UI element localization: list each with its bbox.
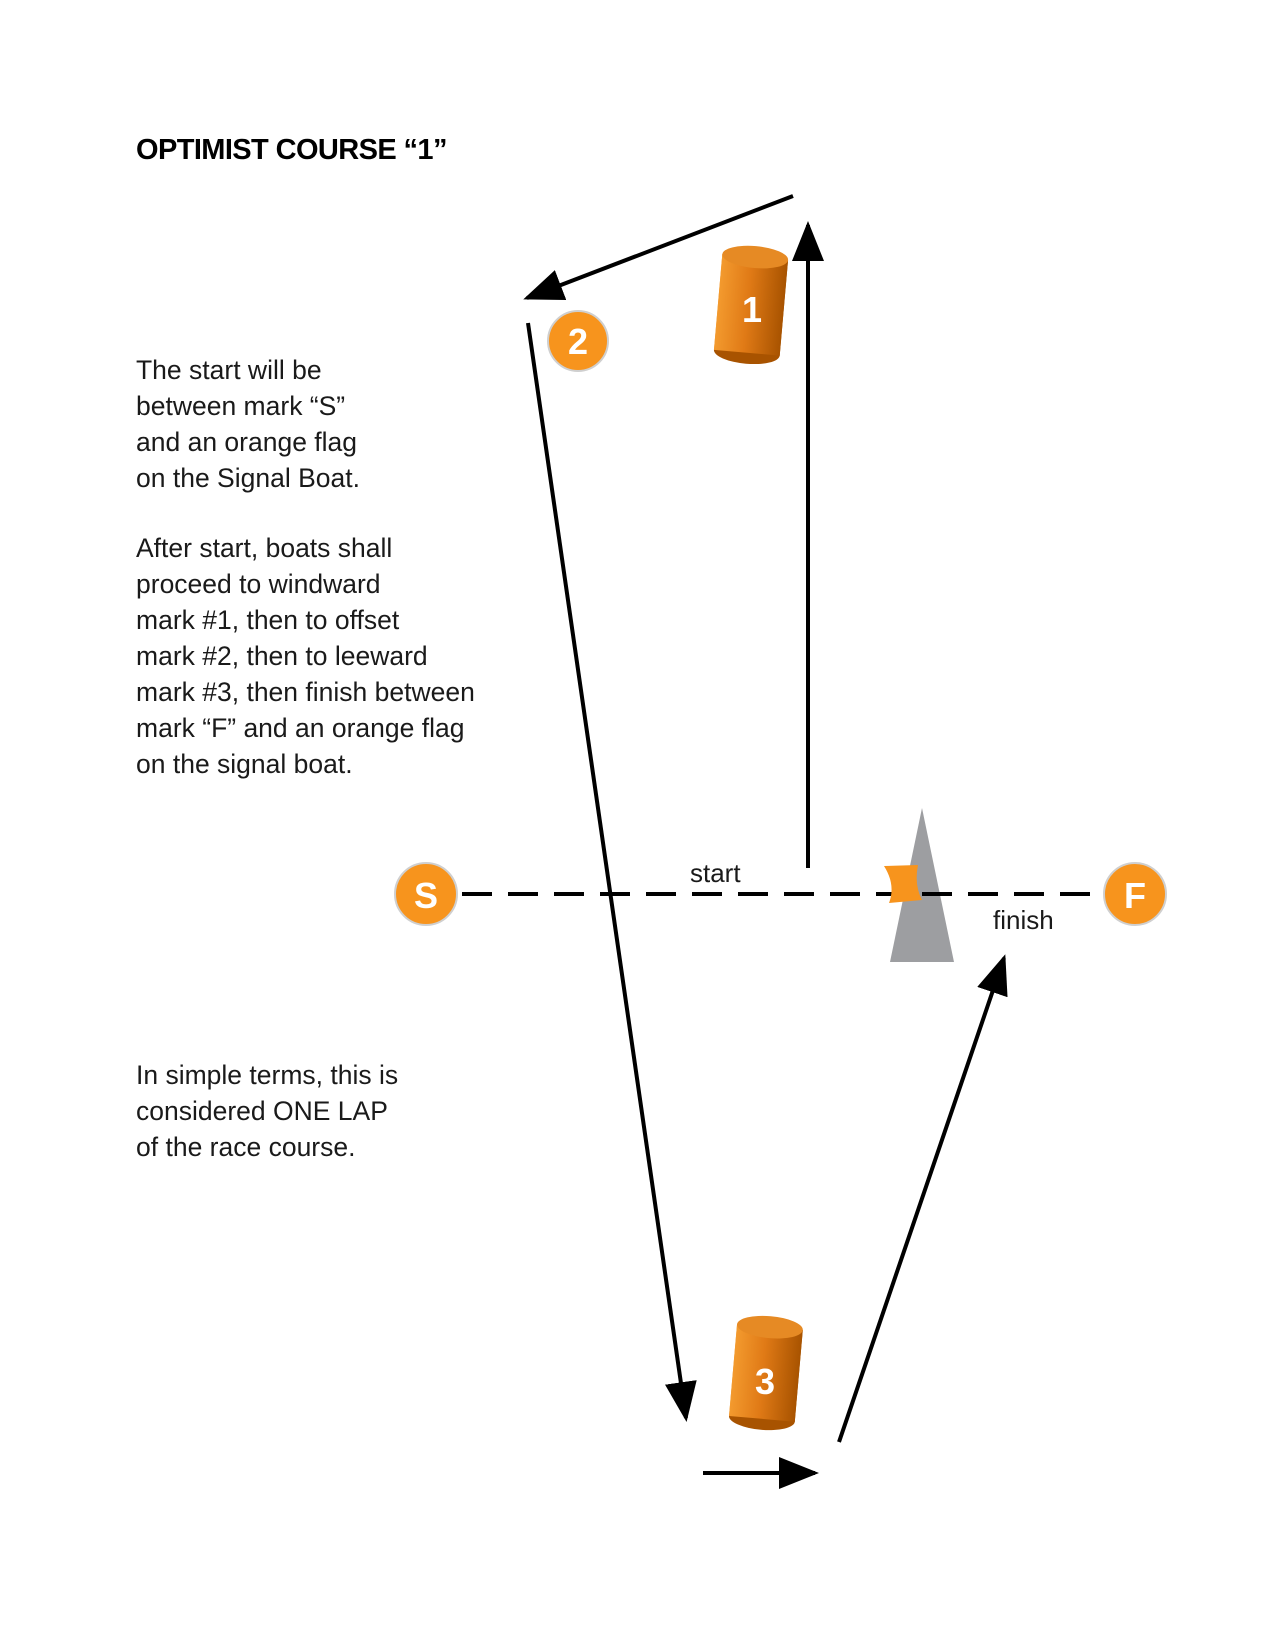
leg-mark-2-to-mark-3 xyxy=(526,322,697,1422)
text-line: In simple terms, this is xyxy=(136,1060,399,1090)
course-description: After start, boats shall proceed to wind… xyxy=(136,530,475,782)
text-line: between mark “S” xyxy=(136,391,346,421)
mark-3-label: 3 xyxy=(755,1361,775,1402)
mark-2-label: 2 xyxy=(568,321,588,362)
text-line: mark “F” and an orange flag xyxy=(136,713,465,743)
finish-label: finish xyxy=(993,905,1054,935)
finish-mark-label: F xyxy=(1124,875,1146,916)
leg-mark-1-to-mark-2 xyxy=(523,194,794,301)
start-mark-buoy-icon xyxy=(394,862,458,926)
lap-description: In simple terms, this is considered ONE … xyxy=(136,1057,398,1165)
text-line: on the signal boat. xyxy=(136,749,353,779)
text-line: mark #3, then finish between xyxy=(136,677,475,707)
text-line: mark #1, then to offset xyxy=(136,605,400,635)
text-line: on the Signal Boat. xyxy=(136,463,360,493)
start-mark-label: S xyxy=(414,875,438,916)
page-title: OPTIMIST COURSE “1” xyxy=(136,134,447,166)
text-line: The start will be xyxy=(136,355,322,385)
text-line: of the race course. xyxy=(136,1132,356,1162)
mark-3-buoy-icon xyxy=(729,1315,803,1431)
mark-1-label: 1 xyxy=(742,289,762,330)
start-label: start xyxy=(690,858,741,888)
finish-mark-buoy-icon xyxy=(1103,862,1167,926)
mark-1-buoy-icon xyxy=(713,245,789,365)
orange-flag-icon xyxy=(884,865,922,903)
text-line: considered ONE LAP xyxy=(136,1096,388,1126)
text-line: After start, boats shall xyxy=(136,533,393,563)
mark-2-buoy-icon xyxy=(547,310,609,372)
text-line: proceed to windward xyxy=(136,569,381,599)
text-line: and an orange flag xyxy=(136,427,358,457)
leg-mark-3-to-finish xyxy=(837,954,1008,1443)
start-description: The start will be between mark “S” and a… xyxy=(136,352,360,496)
signal-boat xyxy=(890,808,954,962)
text-line: mark #2, then to leeward xyxy=(136,641,428,671)
